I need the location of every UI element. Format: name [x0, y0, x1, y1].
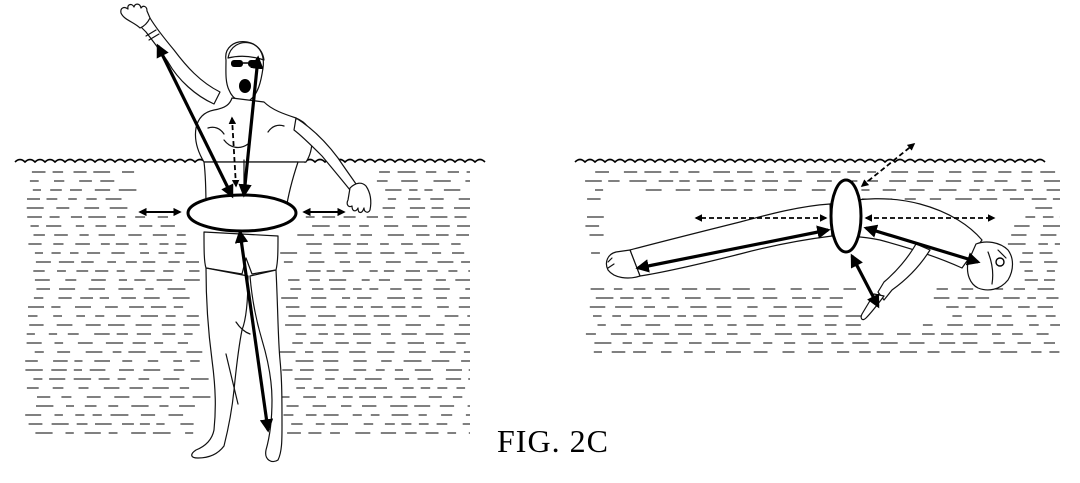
water-hatching-left	[25, 171, 470, 434]
arrow-core-to-feet-horizontal	[635, 225, 831, 273]
vertical-swimmer-figure	[120, 3, 372, 463]
arrow-core-to-feet	[234, 229, 274, 433]
vertical-swimmer-panel	[14, 3, 486, 463]
figure-caption: FIG. 2C	[497, 423, 609, 459]
core-ring-left	[186, 193, 298, 233]
arrow-up-dashed-horizontal	[860, 143, 916, 187]
horizontal-swimmer-panel	[574, 143, 1060, 353]
horizontal-swimmer-figure	[605, 198, 1014, 321]
water-hatching-right	[585, 171, 1060, 353]
arrow-core-to-chest-dashed	[228, 116, 240, 188]
arrow-core-to-head	[238, 55, 264, 198]
water-surface-right	[574, 158, 1046, 164]
arrow-core-to-hand-horizontal	[850, 253, 880, 309]
core-ring-right	[829, 178, 863, 254]
arrow-core-to-hand	[156, 43, 234, 199]
arrow-core-to-head-horizontal	[863, 224, 981, 266]
